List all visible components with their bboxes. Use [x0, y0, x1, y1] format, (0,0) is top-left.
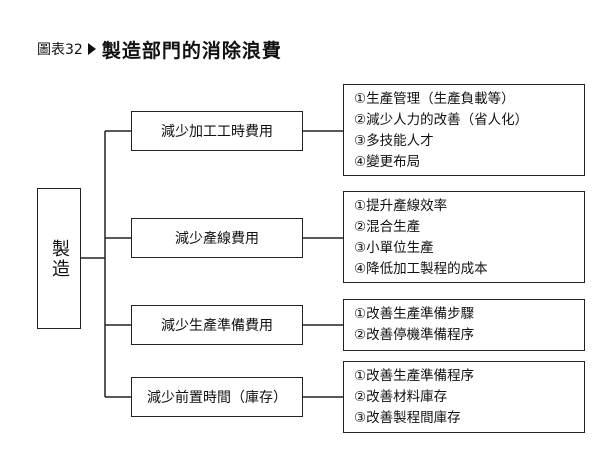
list-item: ①提升產線效率: [354, 198, 448, 214]
list-item: ④降低加工製程的成本: [354, 261, 488, 277]
branch-box-2: 減少產線費用: [131, 218, 303, 258]
figure-heading: 製造部門的消除浪費: [101, 39, 282, 62]
root-box: 製造: [37, 188, 81, 329]
root-label: 製造: [49, 238, 70, 279]
list-item: ③多技能人才: [354, 133, 434, 149]
triangle-icon: [87, 43, 96, 55]
list-item: ①生產管理（生產負載等）: [354, 91, 515, 107]
branch-box-3: 減少生產準備費用: [131, 305, 303, 345]
list-item: ②減少人力的改善（省人化）: [354, 112, 529, 128]
list-item: ①改善生產準備步驟: [354, 306, 475, 322]
list-item: ③改善製程間庫存: [354, 410, 461, 426]
branch-label: 減少生產準備費用: [161, 318, 273, 334]
list-item: ①改善生產準備程序: [354, 368, 475, 384]
branch-label: 減少前置時間（庫存）: [147, 390, 287, 406]
leaf-box-2: ①提升產線效率 ②混合生產 ③小單位生產 ④降低加工製程的成本: [343, 191, 585, 283]
figure-number: 圖表32: [37, 42, 83, 58]
list-item: ④變更布局: [354, 154, 421, 170]
branch-label: 減少加工工時費用: [161, 124, 273, 140]
branch-label: 減少產線費用: [175, 231, 259, 247]
list-item: ③小單位生產: [354, 240, 434, 256]
list-item: ②改善材料庫存: [354, 389, 448, 405]
leaf-box-1: ①生產管理（生產負載等） ②減少人力的改善（省人化） ③多技能人才 ④變更布局: [343, 84, 585, 176]
branch-box-4: 減少前置時間（庫存）: [131, 377, 303, 417]
figure-title: 圖表32 製造部門的消除浪費: [37, 38, 282, 62]
list-item: ②改善停機準備程序: [354, 327, 475, 343]
list-item: ②混合生產: [354, 219, 421, 235]
leaf-box-3: ①改善生產準備步驟 ②改善停機準備程序: [343, 299, 585, 351]
leaf-box-4: ①改善生產準備程序 ②改善材料庫存 ③改善製程間庫存: [343, 361, 585, 433]
branch-box-1: 減少加工工時費用: [131, 111, 303, 151]
